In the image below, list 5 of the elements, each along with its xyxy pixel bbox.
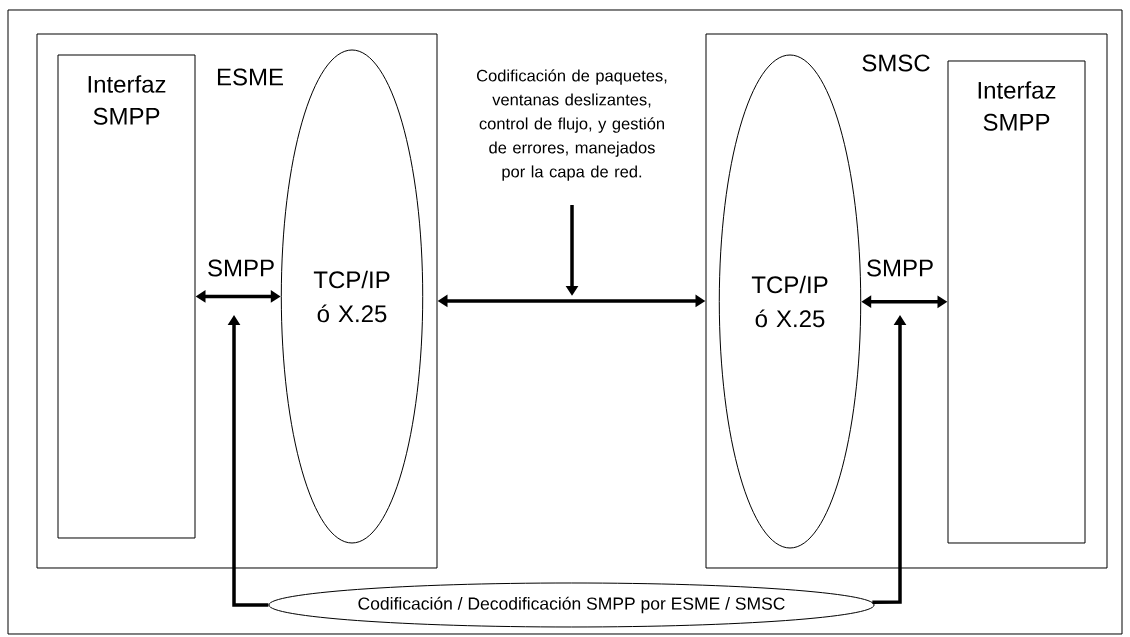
- edge-label: SMPP: [206, 258, 276, 278]
- edge-label: SMPP: [865, 258, 935, 278]
- interface-box: Interfaz SMPP: [947, 60, 1086, 544]
- interface-box: Interfaz SMPP: [57, 54, 196, 539]
- note-text: Codificación de paquetes, ventanas deslizantes, control de flujo, y gestión de errores, manejados por la capa de red.: [477, 69, 667, 181]
